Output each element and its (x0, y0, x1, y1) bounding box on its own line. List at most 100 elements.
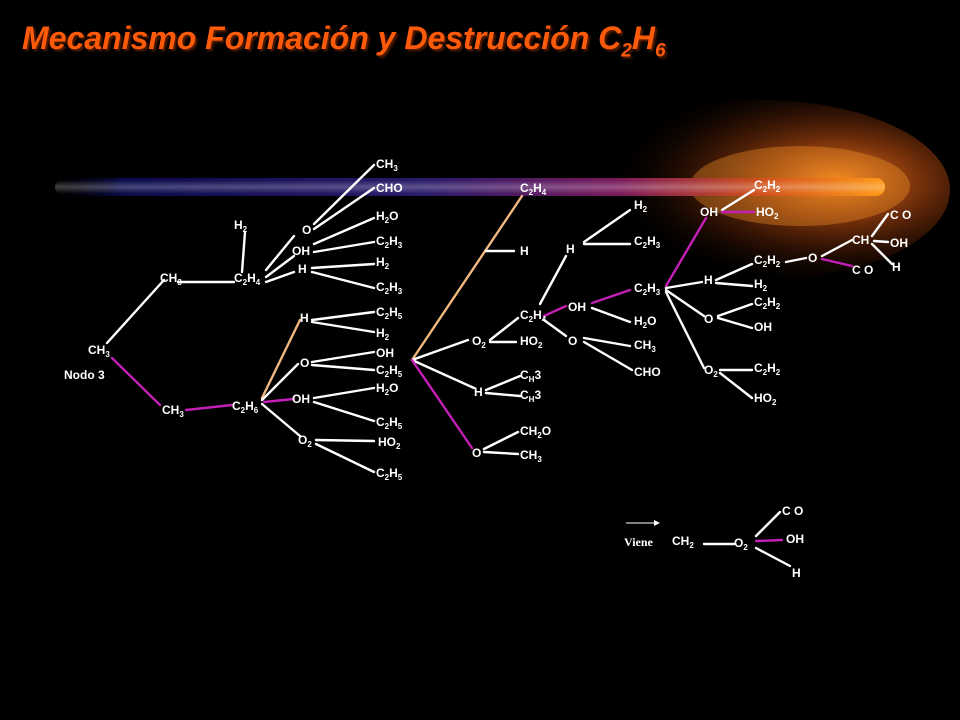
edge (820, 238, 854, 258)
edge (105, 278, 166, 345)
species-label-c2h3-b: C2H3 (376, 234, 403, 250)
edge (260, 362, 300, 402)
title-sub-1: 2 (621, 40, 632, 62)
edge (484, 374, 522, 392)
edge (716, 316, 754, 330)
species-label-c2h4-m: C2H4 (520, 308, 547, 324)
species-label-ch3-m1: CH3 (520, 368, 541, 384)
species-label-o-a: O (302, 223, 311, 237)
edge (312, 400, 376, 423)
edge (870, 242, 894, 266)
edge (582, 336, 632, 348)
edge (754, 546, 792, 568)
edge (310, 262, 376, 270)
species-label-c2h3-r: C2H3 (634, 234, 661, 250)
species-label-h2-a: H2 (234, 218, 248, 234)
edge (184, 403, 234, 412)
edge (664, 280, 704, 290)
edge (410, 338, 470, 362)
edge (482, 450, 520, 456)
species-label-c2h4-top: C2H4 (520, 181, 547, 197)
species-label-oh-rr: OH (754, 320, 772, 334)
species-label-c2h4-a: C2H4 (234, 271, 261, 287)
title-sub-2: 6 (654, 40, 666, 62)
edge (310, 310, 376, 322)
species-label-nodo3: Nodo 3 (64, 368, 105, 382)
species-label-ch3-m3: CH3 (520, 448, 542, 464)
edge (870, 212, 890, 238)
edge (310, 270, 376, 290)
edge (754, 510, 782, 538)
edge (312, 240, 376, 254)
species-label-c2h5-e: C2H5 (376, 363, 403, 379)
edge (262, 397, 296, 404)
species-label-oh-far: OH (890, 236, 908, 250)
species-label-oh-r: OH (568, 300, 586, 314)
species-label-co-far: C O (890, 208, 911, 222)
edge (410, 358, 476, 390)
edge (310, 320, 376, 334)
species-label-h2-d: H2 (376, 326, 390, 342)
edge (590, 306, 632, 324)
edge (264, 254, 296, 279)
species-label-h-r: H (566, 242, 575, 256)
species-label-ho2-rr: HO2 (754, 391, 777, 407)
species-label-h2-r: H2 (634, 198, 648, 214)
edge (664, 288, 706, 318)
edge (240, 230, 247, 274)
edge (264, 270, 296, 284)
species-label-h-far: H (892, 260, 901, 274)
edge (312, 163, 376, 226)
species-label-h-a: H (298, 262, 307, 276)
edge (784, 256, 808, 264)
edge (312, 186, 376, 231)
species-label-c2h2-top: C2H2 (754, 178, 781, 194)
edge (664, 216, 708, 288)
species-label-h-mid2: H (474, 385, 483, 399)
species-label-c2h3-r2: C2H3 (634, 281, 661, 297)
edge (720, 188, 756, 212)
edge (314, 438, 376, 443)
edge (312, 386, 376, 400)
edge (410, 358, 474, 450)
species-label-o-rr: O (704, 312, 713, 326)
species-label-oh-top: OH (700, 205, 718, 219)
edge (582, 208, 632, 244)
connector-lines (105, 163, 894, 568)
species-label-o2-rr: O2 (704, 363, 718, 379)
slide-title: Mecanismo Formación y Destrucción C2H6 (22, 20, 666, 62)
species-label-h2o-e: H2O (376, 381, 398, 397)
species-label-c2h5-f: C2H5 (376, 415, 403, 431)
edge (714, 262, 754, 282)
species-label-ch-far: CH (852, 233, 869, 247)
species-label-c2h2-rr3: C2H2 (754, 361, 781, 377)
species-label-viene: Viene (624, 535, 654, 549)
edge (314, 442, 376, 474)
edge (872, 239, 890, 244)
species-label-h-mid: H (520, 244, 529, 258)
species-label-h-leg: H (792, 566, 801, 580)
edge (310, 350, 376, 364)
species-label-o2-c: O2 (298, 433, 312, 449)
edge (310, 363, 376, 372)
species-label-ch3-up: CH3 (160, 271, 182, 287)
species-label-co-leg: C O (782, 504, 803, 518)
species-label-ch3-n3: CH3 (88, 343, 110, 359)
species-label-oh-d: OH (376, 346, 394, 360)
species-label-ho2-top: HO2 (756, 205, 779, 221)
species-label-c2h3-c: C2H3 (376, 280, 403, 296)
edge (484, 391, 522, 398)
edge (590, 288, 632, 305)
beam-highlight (55, 180, 885, 194)
species-label-o-r: O (568, 334, 577, 348)
edge (110, 356, 162, 407)
species-label-h-c: H (300, 311, 309, 325)
species-label-cho-r: CHO (634, 365, 661, 379)
species-label-cho-b: CHO (376, 181, 403, 195)
species-label-o2-mid: O2 (472, 334, 486, 350)
edge (664, 290, 706, 370)
edge (716, 302, 754, 318)
species-label-co-far2: C O (852, 263, 873, 277)
species-label-o-mid: O (472, 446, 481, 460)
